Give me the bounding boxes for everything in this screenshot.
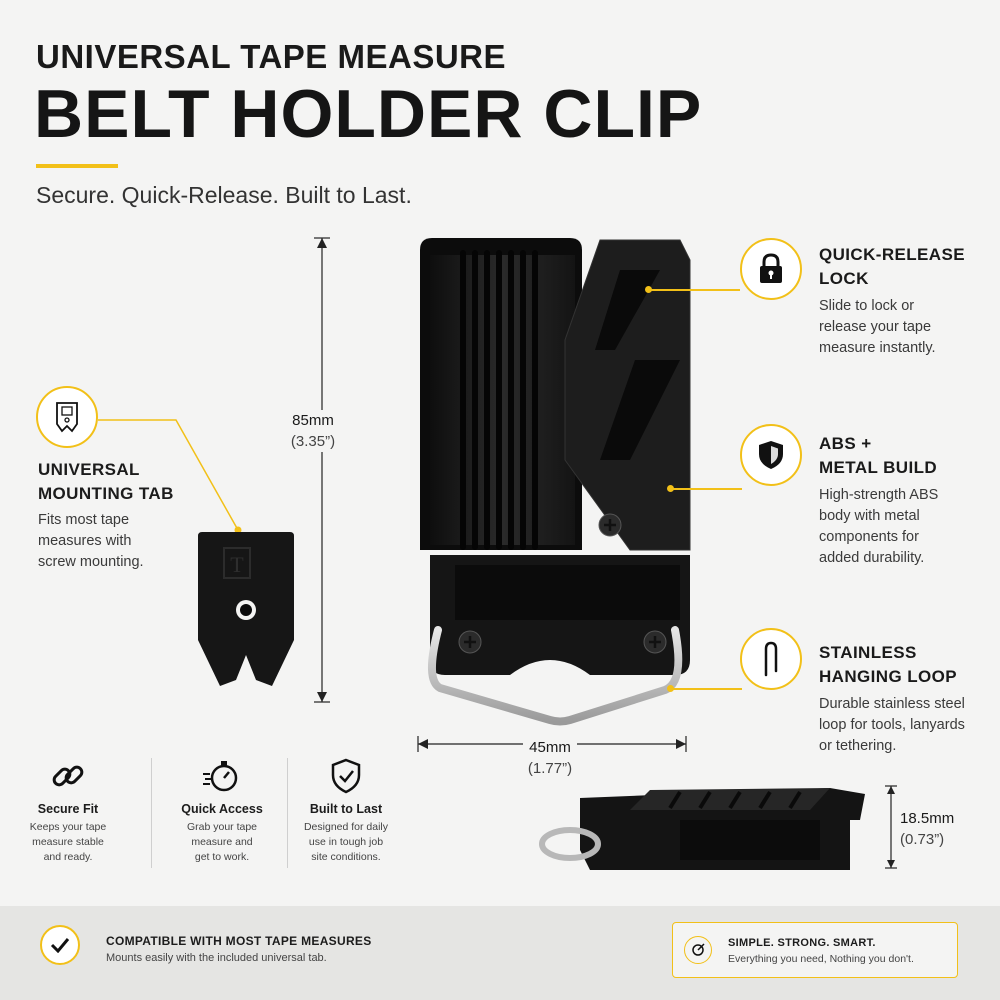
mini-feature-secure-fit: Secure Fit Keeps your tape measure stabl… [8, 758, 128, 866]
mounting-tab-title-line2: MOUNTING TAB [38, 483, 174, 503]
grip-ribs [460, 250, 538, 550]
mounting-tab-icon [36, 386, 98, 448]
compatibility-title: COMPATIBLE WITH MOST TAPE MEASURES [106, 934, 372, 948]
loop-leader-dot [667, 685, 674, 692]
depth-dimension-label: 18.5mm (0.73”) [900, 808, 970, 850]
checkmark-icon [40, 925, 80, 965]
tab-letter: T [230, 552, 244, 577]
width-mm: 45mm [523, 737, 577, 758]
product-title: BELT HOLDER CLIP [34, 76, 703, 152]
slogan-desc: Everything you need, Nothing you don't. [728, 953, 914, 965]
slogan-text: SIMPLE. STRONG. SMART. Everything you ne… [728, 937, 914, 965]
target-icon [684, 936, 712, 964]
height-mm: 85mm [292, 412, 334, 429]
mounting-tab-leader [98, 419, 242, 534]
slogan-title: SIMPLE. STRONG. SMART. [728, 937, 876, 949]
slogan-box [672, 922, 958, 978]
stopwatch-icon [162, 758, 282, 794]
hanging-loop-icon [740, 628, 802, 690]
title-accent-rule [36, 164, 118, 168]
feature-title-line2: LOCK [819, 268, 869, 288]
screw-icon [458, 513, 667, 654]
compatibility-note: COMPATIBLE WITH MOST TAPE MEASURES Mount… [106, 934, 372, 964]
depth-mm: 18.5mm [900, 810, 955, 827]
height-inches: (3.35”) [290, 433, 336, 450]
product-subtitle: UNIVERSAL TAPE MEASURE [36, 38, 507, 75]
mounting-tab-desc: Fits most tape measures with screw mount… [38, 511, 144, 570]
lock-leader-line [650, 289, 740, 291]
loop-leader-line [672, 688, 742, 690]
mini-feature-title: Built to Last [309, 802, 383, 816]
mini-feature-built-to-last: Built to Last Designed for daily use in … [286, 758, 406, 866]
shield-leader-dot [667, 485, 674, 492]
height-dimension-line [314, 237, 330, 703]
mini-feature-quick-access: Quick Access Grab your tape measure and … [162, 758, 282, 866]
feature-desc: High-strength ABS body with metal compon… [819, 486, 939, 566]
mounting-tab-title: UNIVERSAL [38, 460, 140, 479]
stainless-loop [427, 626, 683, 726]
depth-dimension-line [885, 785, 897, 869]
tagline: Secure. Quick-Release. Built to Last. [36, 182, 412, 208]
mini-feature-desc: Grab your tape measure and get to work. [186, 821, 258, 864]
lock-leader-dot [645, 286, 652, 293]
mini-feature-desc: Keeps your tape measure stable and ready… [29, 821, 107, 864]
width-inches: (1.77”) [527, 760, 573, 777]
width-dimension-label: 45mm (1.77”) [500, 737, 600, 779]
feature-quick-release: QUICK-RELEASE LOCK Slide to lock or rele… [819, 243, 994, 359]
mounting-tab-text: UNIVERSAL MOUNTING TAB Fits most tape me… [38, 458, 198, 573]
feature-stainless-loop: STAINLESS HANGING LOOP Durable stainless… [819, 641, 999, 757]
depth-inches: (0.73”) [900, 831, 945, 848]
belt-clip-product-image [420, 238, 691, 726]
side-view-product-image [539, 788, 865, 870]
feature-title-line2: METAL BUILD [819, 457, 938, 477]
shield-check-icon [286, 758, 406, 794]
shield-icon [740, 424, 802, 486]
divider [287, 758, 288, 868]
feature-title: STAINLESS [819, 643, 917, 662]
feature-desc: Slide to lock or release your tape measu… [819, 297, 936, 356]
mounting-tab-image: T [186, 530, 306, 690]
feature-desc: Durable stainless steel loop for tools, … [819, 695, 965, 754]
feature-abs-metal: ABS + METAL BUILD High-strength ABS body… [819, 432, 994, 569]
feature-title: ABS + [819, 434, 872, 453]
compatibility-desc: Mounts easily with the included universa… [106, 952, 327, 964]
height-dimension-label: 85mm (3.35”) [268, 410, 358, 452]
feature-title-line2: HANGING LOOP [819, 666, 957, 686]
mini-feature-title: Quick Access [181, 802, 263, 816]
feature-title: QUICK-RELEASE [819, 245, 965, 264]
shield-leader-line [672, 488, 742, 490]
mini-feature-desc: Designed for daily use in tough job site… [303, 821, 389, 864]
lock-icon [740, 238, 802, 300]
chain-link-icon [8, 758, 128, 794]
divider [151, 758, 152, 868]
mini-feature-title: Secure Fit [37, 802, 99, 816]
